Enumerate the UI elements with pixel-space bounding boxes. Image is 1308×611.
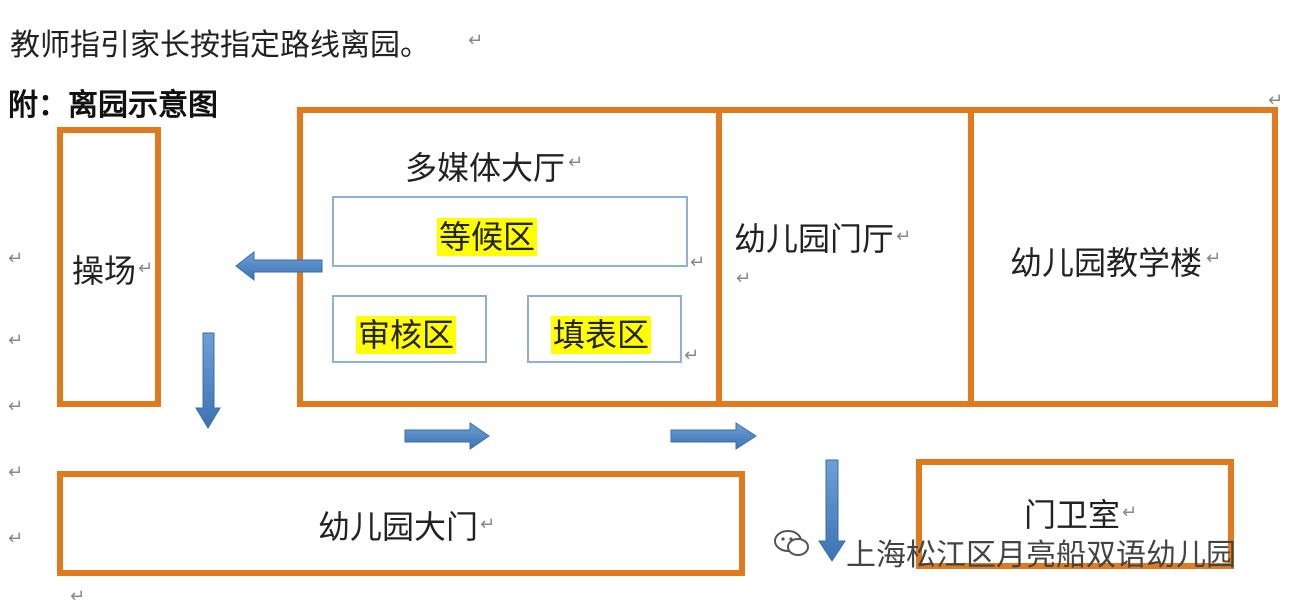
paragraph-mark: ↵	[684, 345, 700, 366]
paragraph-mark: ↵	[8, 462, 24, 483]
arrow-down	[818, 459, 846, 562]
paragraph-mark: ↵	[1206, 248, 1222, 269]
main-gate-label: 幼儿园大门	[318, 508, 479, 546]
multimedia-hall-label: 多媒体大厅	[405, 149, 566, 187]
arrow-left	[235, 250, 323, 282]
paragraph-mark: ↵	[896, 226, 912, 247]
guard-room-box	[916, 459, 1234, 569]
paragraph-mark: ↵	[138, 258, 154, 279]
paragraph-mark: ↵	[8, 330, 24, 351]
paragraph-mark: ↵	[8, 396, 24, 417]
paragraph-mark: ↵	[690, 252, 706, 273]
watermark-text: 上海松江区月亮船双语幼儿园	[846, 538, 1236, 573]
playground-box	[57, 127, 161, 407]
arrow-down	[195, 332, 221, 429]
playground-label: 操场	[72, 252, 137, 290]
paragraph-mark: ↵	[568, 152, 584, 173]
guard-room-label: 门卫室	[1024, 496, 1121, 534]
main-gate-box	[57, 471, 745, 576]
kindergarten-lobby-label: 幼儿园门厅	[734, 220, 895, 258]
paragraph-mark: ↵	[480, 514, 496, 535]
teaching-building-label: 幼儿园教学楼	[1010, 244, 1203, 282]
paragraph-mark: ↵	[736, 268, 752, 289]
diagram-title: 附：离园示意图	[8, 88, 218, 123]
paragraph-mark: ↵	[8, 248, 24, 269]
wechat-icon	[774, 530, 809, 556]
paragraph-mark: ↵	[8, 528, 24, 549]
arrow-right	[404, 422, 490, 450]
paragraph-mark: ↵	[468, 30, 484, 51]
teaching-building-box	[968, 107, 1278, 407]
intro-text: 教师指引家长按指定路线离园。	[10, 28, 430, 63]
review-area-label: 审核区	[356, 316, 457, 354]
paragraph-mark: ↵	[1268, 90, 1284, 111]
waiting-area-label: 等候区	[437, 218, 538, 256]
paragraph-mark: ↵	[1122, 502, 1138, 523]
form-area-label: 填表区	[551, 316, 652, 354]
arrow-right	[670, 422, 757, 450]
paragraph-mark: ↵	[70, 586, 86, 607]
